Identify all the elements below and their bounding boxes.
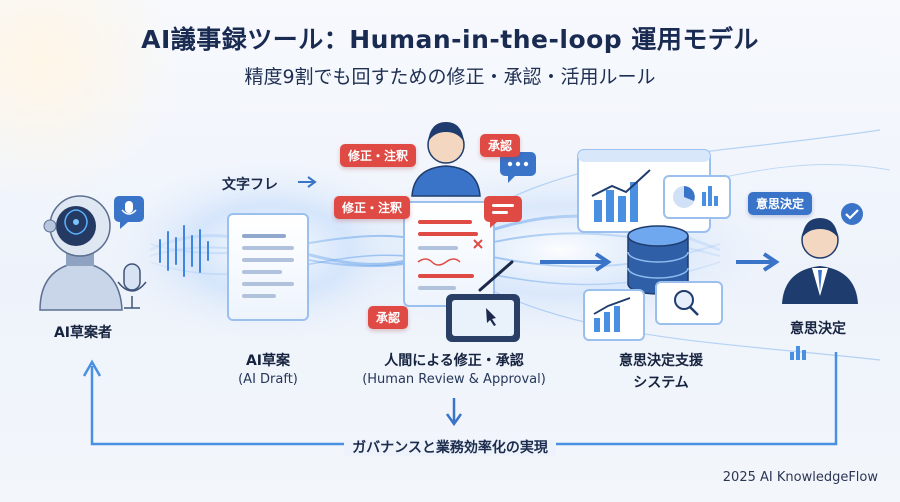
page-subtitle: 精度9割でも回すための修正・承認・活用ルール	[244, 66, 656, 88]
mini-bars-icon	[790, 346, 806, 360]
audio-waveform-icon	[159, 225, 209, 277]
reviewer-person-icon	[411, 122, 481, 197]
text-variation-note: 文字フレ	[222, 177, 278, 193]
decision-arrow-icon	[736, 252, 780, 272]
text-variation-arrow-icon	[298, 176, 317, 188]
voice-bubble-icon	[114, 196, 144, 229]
human-review-sublabel: (Human Review & Approval)	[362, 372, 546, 387]
human-review-label: 人間による修正・承認	[384, 353, 524, 369]
microphone-icon	[117, 263, 147, 309]
approval-tag-bottom: 承認	[368, 306, 409, 329]
decision-tag: 意思決定	[748, 192, 813, 215]
decision-maker-icon	[782, 218, 858, 304]
magnifier-panel-icon	[655, 281, 723, 325]
ai-robot-icon	[39, 195, 123, 311]
ai-draft-sublabel: (AI Draft)	[238, 372, 298, 387]
ai-draft-label: AI草案	[245, 353, 291, 369]
ai-drafter-label: AI草案者	[53, 325, 113, 341]
feedback-loop-label: ガバナンスと業務効率化の実現	[0, 437, 900, 457]
growth-chart-panel-icon	[583, 289, 645, 341]
chat-bubble-icon	[500, 152, 536, 183]
top-left-light	[0, 0, 180, 200]
footer-credit: 2025 AI KnowledgeFlow	[722, 470, 878, 485]
decision-system-label-line2: システム	[633, 375, 689, 391]
edit-note-tag-top: 修正・注釈	[340, 144, 417, 167]
decision-system-label-line1: 意思決定支援	[619, 353, 703, 369]
checkmark-icon	[841, 203, 863, 225]
decision-label: 意思決定	[790, 321, 846, 337]
feedback-arrowhead-icon	[82, 359, 102, 377]
review-document-icon	[403, 201, 495, 307]
flow-arrow-icon	[540, 252, 612, 272]
comment-bubble-icon	[484, 196, 522, 228]
ai-draft-document-icon	[227, 213, 309, 321]
feedback-loop-text: ガバナンスと業務効率化の実現	[344, 440, 556, 456]
tablet-stylus-icon	[446, 260, 520, 342]
down-arrow-icon	[445, 398, 463, 427]
edit-note-tag-mid: 修正・注釈	[334, 196, 411, 219]
approval-tag-top: 承認	[480, 134, 521, 157]
pie-chart-panel-icon	[663, 175, 731, 219]
page-title: AI議事録ツール：Human-in-the-loop 運用モデル	[141, 25, 759, 54]
